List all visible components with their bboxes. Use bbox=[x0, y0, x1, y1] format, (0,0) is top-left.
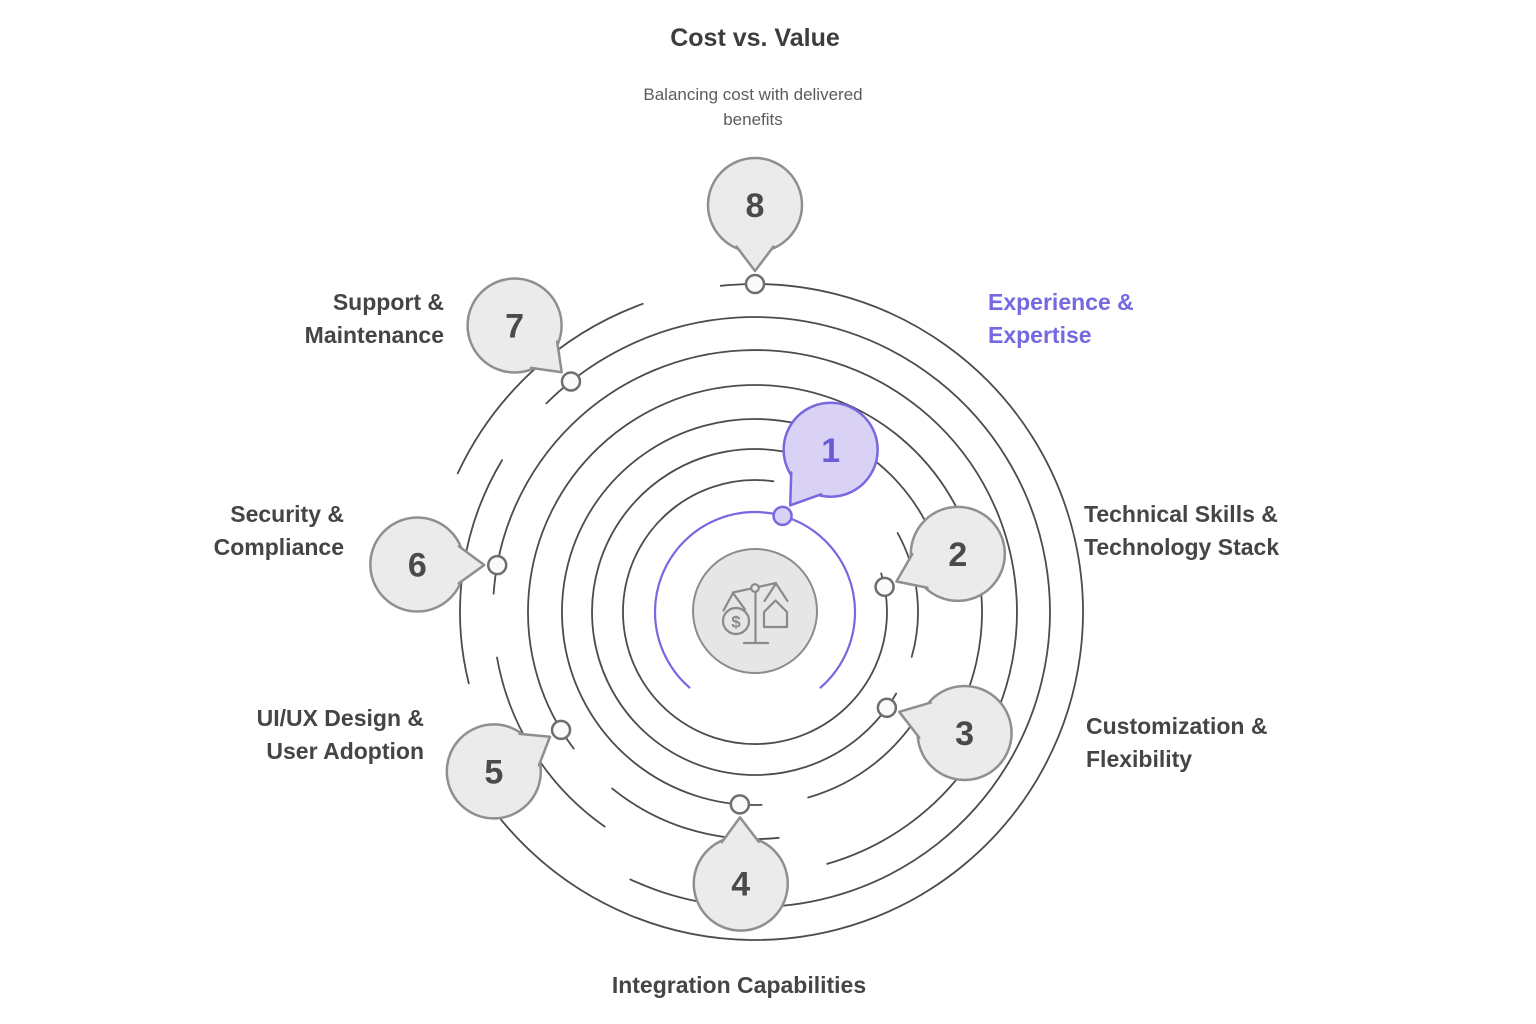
node-marker-8 bbox=[744, 273, 766, 295]
node-number-1: 1 bbox=[821, 432, 840, 470]
orbit-ring-7 bbox=[545, 316, 1051, 908]
node-marker-1 bbox=[772, 505, 793, 527]
node-label-3: Customization & Flexibility bbox=[1086, 713, 1268, 772]
node-bubble-6: 6 bbox=[369, 516, 486, 613]
node-bubble-4: 4 bbox=[692, 816, 790, 932]
node-marker-5 bbox=[550, 719, 572, 741]
orbit-ring-2 bbox=[622, 505, 888, 745]
node-bubble-7: 7 bbox=[466, 277, 563, 374]
node-sublabel-8: Balancing cost with delivered benefits bbox=[643, 85, 863, 129]
node-number-4: 4 bbox=[731, 866, 750, 904]
balance-scale-icon: $ bbox=[721, 581, 789, 645]
node-label-6: Security & Compliance bbox=[213, 501, 344, 560]
node-label-2: Technical Skills & Technology Stack bbox=[1084, 501, 1280, 560]
node-number-6: 6 bbox=[408, 547, 427, 585]
node-marker-7 bbox=[560, 371, 582, 392]
node-marker-2 bbox=[874, 576, 895, 598]
node-number-8: 8 bbox=[746, 187, 765, 225]
orbit-ring-2 bbox=[660, 479, 775, 520]
node-bubble-3: 3 bbox=[897, 684, 1013, 782]
node-label-1: Experience & Expertise bbox=[988, 289, 1134, 348]
node-bubble-2: 2 bbox=[895, 505, 1007, 603]
node-label-5: UI/UX Design & User Adoption bbox=[256, 705, 424, 764]
node-label-7: Support & Maintenance bbox=[304, 289, 444, 348]
orbit-ring-3 bbox=[896, 532, 919, 658]
node-number-3: 3 bbox=[955, 715, 974, 753]
dollar-glyph: $ bbox=[731, 613, 741, 632]
node-bubble-5: 5 bbox=[445, 723, 552, 820]
node-marker-3 bbox=[876, 697, 898, 719]
node-number-2: 2 bbox=[948, 536, 967, 574]
node-bubble-8: 8 bbox=[706, 156, 804, 273]
orbit-ring-1 bbox=[653, 511, 857, 689]
node-label-8-title: Cost vs. Value bbox=[670, 24, 840, 52]
orbit-ring-8 bbox=[456, 302, 644, 475]
node-marker-6 bbox=[486, 554, 508, 576]
node-number-7: 7 bbox=[505, 307, 524, 345]
center-circle: $ bbox=[692, 548, 818, 674]
node-bubble-1: 1 bbox=[782, 401, 879, 507]
node-marker-4 bbox=[729, 794, 751, 815]
node-label-4: Integration Capabilities bbox=[611, 972, 867, 998]
orbit-ring-8 bbox=[459, 283, 1084, 941]
orbit-ring-3 bbox=[591, 448, 898, 776]
node-number-5: 5 bbox=[484, 753, 503, 791]
